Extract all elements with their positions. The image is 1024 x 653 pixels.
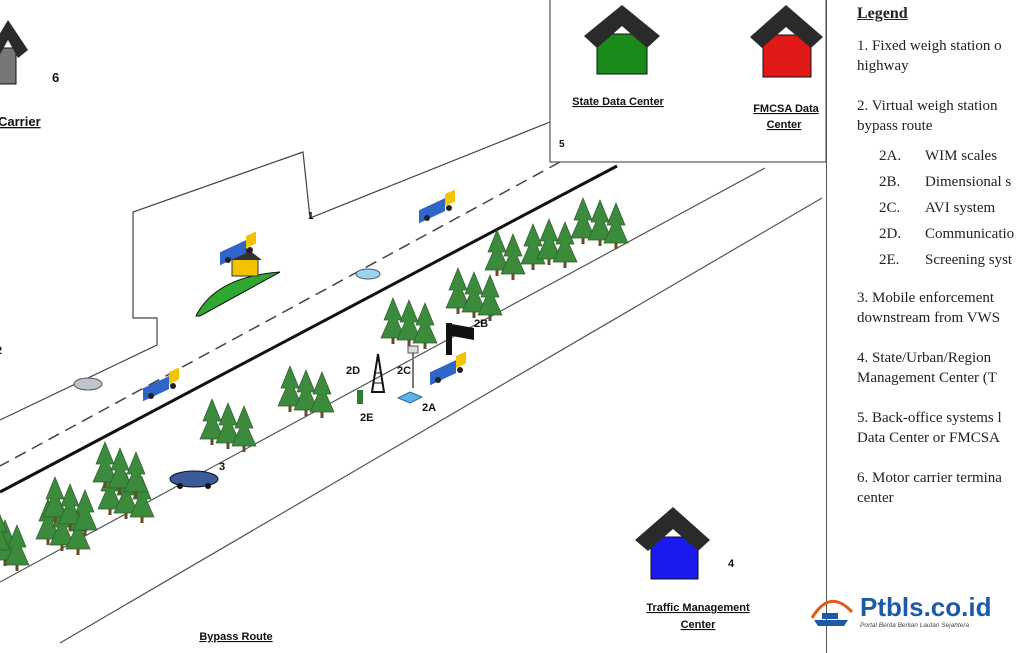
legend-sub-2b: 2B.Dimensional s (879, 174, 1012, 190)
legend-title: Legend (857, 5, 908, 22)
truck-wim (430, 351, 466, 386)
legend-item-6-line1: 6. Motor carrier termina (857, 470, 1002, 486)
legend-item-6-line2: center (857, 490, 894, 506)
car-silver (73, 377, 103, 391)
fmcsa-label-line2: Center (767, 119, 803, 131)
motor-carrier-label: Carrier (0, 114, 41, 129)
fmcsa-label-line1: FMCSA Data (753, 103, 819, 115)
watermark-name: Ptbls.co.id (860, 592, 992, 622)
weigh-station (195, 247, 281, 317)
legend-sub-2a: 2A.WIM scales (879, 148, 998, 164)
truck-highway-left (143, 367, 179, 402)
highway (0, 121, 823, 644)
watermark-tagline: Portal Berita Berlian Lautan Sejahtera (860, 622, 970, 629)
legend-item-5-line2: Data Center or FMCSA (857, 430, 1000, 446)
truck-highway-top (419, 189, 455, 224)
legend-item-3: 3. Mobile enforcement downstream from VW… (857, 288, 1024, 328)
communication-tower (370, 353, 386, 393)
enforcement-car (169, 470, 219, 489)
legend-sub-2e: 2E.Screening syst (879, 252, 1013, 268)
label-3: 3 (219, 461, 225, 473)
legend-item-5-line1: 5. Back-office systems l (857, 410, 1002, 426)
legend-item-4-line1: 4. State/Urban/Region (857, 350, 992, 366)
legend-item-4: 4. State/Urban/Region Management Center … (857, 348, 1024, 388)
legend-item-3-line1: 3. Mobile enforcement (857, 290, 995, 306)
legend-sub-2d: 2D.Communicatio (879, 226, 1015, 242)
screening-system (357, 390, 363, 404)
state-data-center-building (584, 5, 660, 75)
label-2c: 2C (397, 365, 411, 377)
label-2b: 2B (474, 318, 488, 330)
state-data-center-label: State Data Center (572, 96, 664, 108)
label-4: 4 (728, 558, 735, 570)
bypass-route-label: Bypass Route (199, 631, 272, 643)
traffic-label-line2: Center (681, 619, 717, 631)
label-2e: 2E (360, 412, 373, 424)
fmcsa-data-center-building (750, 5, 823, 78)
legend-item-1-line1: 1. Fixed weigh station o (857, 38, 1002, 54)
ship-logo-icon (810, 600, 854, 626)
legend-item-2: 2. Virtual weigh station bypass route (857, 96, 1024, 136)
car-light-blue (355, 268, 381, 280)
watermark-logo: Ptbls.co.id Portal Berita Berlian Lautan… (808, 592, 1008, 634)
traffic-management-center-building (635, 507, 710, 580)
label-2-edge: 2 (0, 345, 2, 357)
wim-scale (396, 391, 424, 404)
legend-panel: Legend 1. Fixed weigh station o highway … (826, 0, 1024, 653)
legend-item-2-line1: 2. Virtual weigh station (857, 98, 998, 114)
legend-sub-2c: 2C.AVI system (879, 200, 996, 216)
label-2d: 2D (346, 365, 360, 377)
traffic-label-line1: Traffic Management (646, 602, 750, 614)
label-6: 6 (52, 70, 59, 85)
legend-item-5: 5. Back-office systems l Data Center or … (857, 408, 1024, 448)
legend-item-1: 1. Fixed weigh station o highway (857, 36, 1024, 76)
legend-item-6: 6. Motor carrier termina center (857, 468, 1024, 508)
motor-carrier-building (0, 20, 28, 85)
legend-item-1-line2: highway (857, 58, 909, 74)
legend-item-3-line2: downstream from VWS (857, 310, 1001, 326)
label-1: 1 (308, 211, 314, 222)
label-2a: 2A (422, 402, 436, 414)
dimensional-sensor (446, 323, 474, 355)
legend-item-2-line2: bypass route (857, 118, 933, 134)
avi-reader (407, 345, 419, 388)
legend-item-4-line2: Management Center (T (857, 370, 997, 386)
label-5: 5 (559, 139, 565, 150)
